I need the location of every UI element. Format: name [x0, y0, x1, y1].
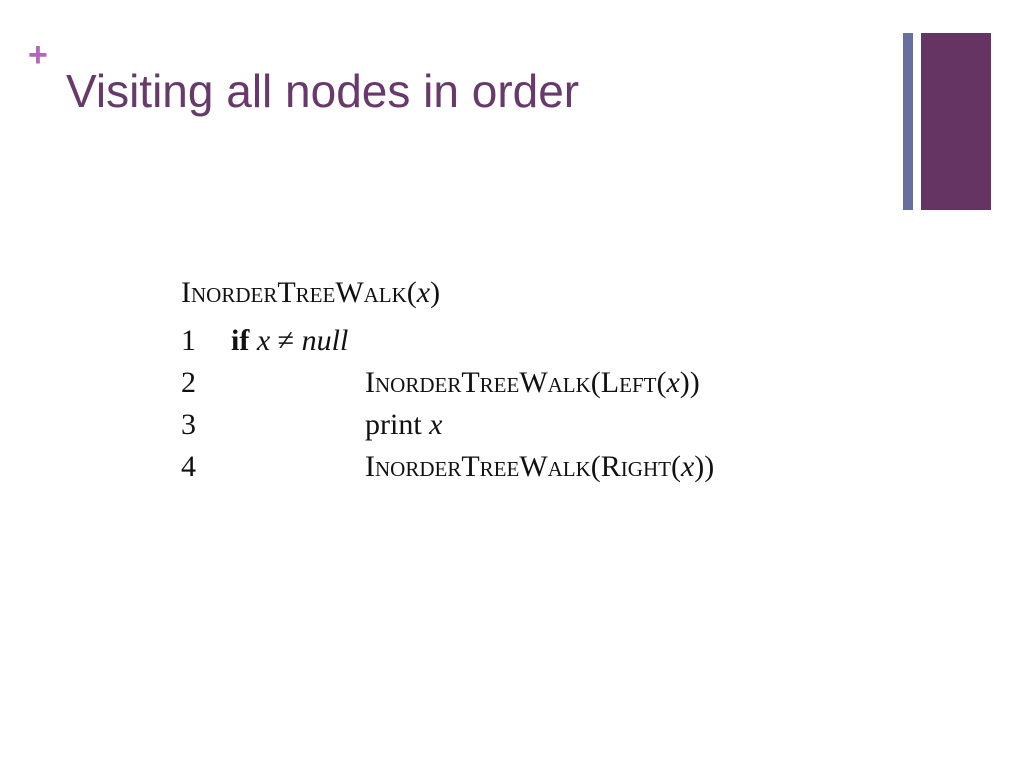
line-code: if x ≠ null — [231, 320, 348, 362]
line-number: 1 — [181, 324, 196, 357]
call-name: InorderTreeWalk — [365, 450, 591, 483]
procedure-open-paren: ( — [406, 276, 417, 309]
procedure-close-paren: ) — [430, 276, 441, 309]
code-line-4: 4 InorderTreeWalk(Right(x)) — [181, 446, 861, 488]
left-function: Left — [600, 366, 657, 399]
inner-open-paren: ( — [670, 450, 681, 483]
procedure-signature: InorderTreeWalk(x) — [181, 272, 440, 314]
decorative-bar-thin — [903, 33, 913, 210]
variable-x: x — [666, 366, 680, 399]
null-literal: null — [301, 324, 349, 357]
decorative-bar-thick — [921, 33, 991, 210]
line-number: 3 — [181, 408, 196, 441]
close-parens: )) — [694, 450, 715, 483]
open-paren: ( — [590, 366, 601, 399]
procedure-param: x — [416, 276, 431, 309]
line-code: print x — [365, 404, 443, 446]
keyword-if: if — [231, 324, 250, 357]
call-name: InorderTreeWalk — [365, 366, 591, 399]
plus-bullet-icon: + — [28, 36, 48, 74]
variable-x: x — [256, 324, 271, 357]
code-line-2: 2 InorderTreeWalk(Left(x)) — [181, 362, 861, 404]
right-function: Right — [600, 450, 671, 483]
code-line-1: 1 if x ≠ null — [181, 320, 861, 362]
variable-x: x — [680, 450, 695, 483]
inner-open-paren: ( — [656, 366, 667, 399]
line-number: 4 — [181, 450, 196, 483]
close-parens: )) — [679, 366, 700, 399]
code-line-3: 3 print x — [181, 404, 861, 446]
variable-x: x — [429, 408, 443, 441]
not-equal-operator: ≠ — [277, 324, 295, 357]
print-statement: print — [365, 408, 422, 441]
procedure-name: InorderTreeWalk — [181, 276, 407, 309]
open-paren: ( — [590, 450, 601, 483]
slide-title: Visiting all nodes in order — [66, 65, 580, 117]
line-code: InorderTreeWalk(Right(x)) — [365, 446, 714, 488]
line-code: InorderTreeWalk(Left(x)) — [365, 362, 700, 404]
line-number: 2 — [181, 366, 196, 399]
